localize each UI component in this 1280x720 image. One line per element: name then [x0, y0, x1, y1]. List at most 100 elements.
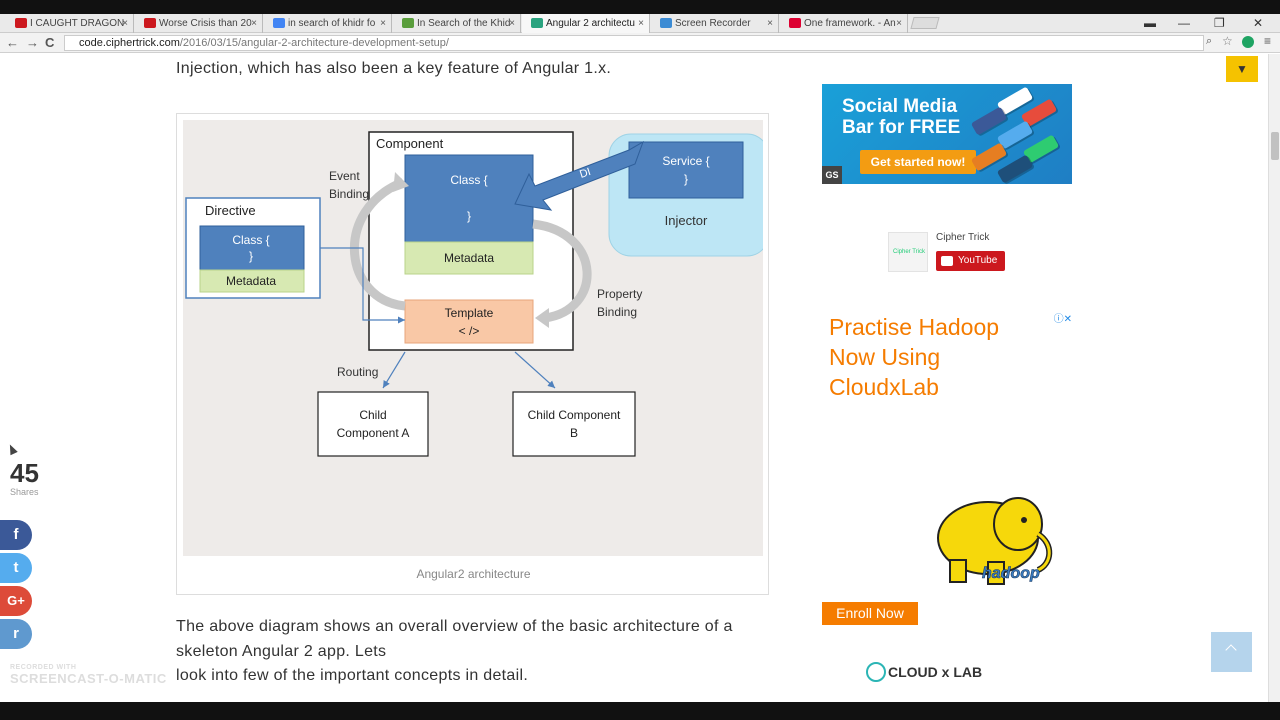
tab-title: Angular 2 architectu: [546, 18, 635, 29]
ad1-title: Social Media Bar for FREE: [842, 96, 961, 138]
browser-tab[interactable]: I CAUGHT DRAGON×: [6, 14, 134, 33]
bookmark-star-icon[interactable]: ☆: [1222, 34, 1233, 48]
property-binding-label-2: Binding: [597, 305, 637, 319]
intro-paragraph: Injection, which has also been a key fea…: [176, 60, 612, 77]
property-binding-arrowhead: [535, 308, 549, 328]
ad2-headline: Practise Hadoop Now Using CloudxLab: [829, 314, 1000, 400]
cloud-icon: [866, 662, 886, 682]
tab-close-icon[interactable]: ×: [122, 18, 128, 29]
event-binding-arrow: [350, 177, 406, 311]
window-close-icon[interactable]: ✕: [1253, 16, 1264, 30]
architecture-figure: Service { } Injector Component Class { }…: [176, 113, 769, 595]
hadoop-ad[interactable]: ⓘ✕ Practise Hadoop Now Using CloudxLab h…: [822, 310, 1072, 630]
reload-icon[interactable]: C: [45, 35, 55, 50]
url-input[interactable]: code.ciphertrick.com/2016/03/15/angular-…: [64, 35, 1204, 51]
browser-tab[interactable]: in search of khidr fo ×: [264, 14, 392, 33]
get-started-button[interactable]: Get started now!: [860, 150, 976, 174]
share-count: 45: [10, 458, 39, 488]
scrollbar-thumb[interactable]: [1271, 132, 1279, 160]
tab-close-icon[interactable]: ×: [509, 18, 515, 29]
facebook-share-button[interactable]: f: [0, 520, 32, 550]
di-arrow: [514, 140, 644, 211]
child-b-label-1: Child Component: [528, 408, 621, 422]
directive-class-open-label: Class {: [232, 233, 269, 247]
body-paragraph-line-3: look into few of the important concepts …: [176, 667, 529, 684]
injector-label: Injector: [665, 213, 708, 228]
tab-favicon-icon: [144, 18, 156, 28]
scroll-to-top-button[interactable]: [1211, 632, 1252, 672]
extension-icon[interactable]: [1242, 36, 1254, 48]
tab-close-icon[interactable]: ×: [638, 18, 644, 29]
twitter-share-button[interactable]: t: [0, 553, 32, 583]
child-b-label-2: B: [570, 426, 578, 440]
channel-name: Cipher Trick: [936, 232, 990, 243]
back-icon[interactable]: ←: [6, 35, 19, 50]
ad1-badge: GS: [822, 166, 842, 184]
body-paragraph-line-1: The above diagram shows an overall overv…: [176, 618, 733, 635]
youtube-channel-card: Cipher Trick Cipher Trick YouTube: [888, 232, 1018, 272]
figure-caption: Angular2 architecture: [416, 567, 531, 581]
social-media-bar-ad[interactable]: Social Media Bar for FREE Get started no…: [822, 84, 1072, 184]
tab-title: Screen Recorder: [675, 18, 751, 29]
directive-metadata-box: [199, 269, 305, 293]
ad-choices-icon[interactable]: ⓘ✕: [1053, 314, 1072, 325]
tab-title: I CAUGHT DRAGON: [30, 18, 125, 29]
profile-icon[interactable]: ▬: [1144, 16, 1156, 30]
watermark-top: RECORDED WITH: [10, 664, 77, 671]
forward-icon[interactable]: →: [26, 35, 39, 50]
minimize-icon[interactable]: —: [1178, 16, 1190, 30]
tab-close-icon[interactable]: ×: [251, 18, 257, 29]
googleplus-share-button[interactable]: G+: [0, 586, 32, 616]
browser-tab[interactable]: Worse Crisis than 20×: [135, 14, 263, 33]
tab-favicon-icon: [15, 18, 27, 28]
tab-title: In Search of the Khid: [417, 18, 511, 29]
tab-favicon-icon: [402, 18, 414, 28]
browser-tab-strip: I CAUGHT DRAGON×Worse Crisis than 20×in …: [0, 14, 1280, 33]
tab-title: One framework. - An: [804, 18, 896, 29]
tab-favicon-icon: [789, 18, 801, 28]
dropdown-toggle-button[interactable]: ▼: [1226, 56, 1258, 82]
browser-tab[interactable]: In Search of the Khid×: [393, 14, 521, 33]
share-key-icon: [996, 154, 1034, 184]
tab-title: Worse Crisis than 20: [159, 18, 252, 29]
event-binding-label-1: Event: [329, 169, 360, 183]
routing-arrow-a: [382, 351, 406, 389]
reddit-share-button[interactable]: r: [0, 619, 32, 649]
url-path: /2016/03/15/angular-2-architecture-devel…: [179, 37, 449, 49]
tab-favicon-icon: [273, 18, 285, 28]
browser-tab[interactable]: One framework. - An×: [780, 14, 908, 33]
tab-favicon-icon: [660, 18, 672, 28]
directive-class-box: [199, 225, 305, 271]
menu-icon[interactable]: ≡: [1264, 34, 1272, 48]
body-paragraph-line-2: skeleton Angular 2 app. Lets: [176, 643, 387, 660]
directive-metadata-label: Metadata: [226, 274, 276, 288]
browser-tab[interactable]: Screen Recorder ×: [651, 14, 779, 33]
class-close-label: }: [467, 209, 471, 223]
zoom-icon[interactable]: ⌕: [1206, 35, 1213, 47]
service-open-label: Service {: [662, 154, 709, 168]
cloudxlab-logo[interactable]: CLOUD x LAB: [866, 658, 1026, 686]
restore-icon[interactable]: ❐: [1214, 16, 1225, 30]
new-tab-button[interactable]: [910, 17, 940, 29]
browser-tab[interactable]: Angular 2 architectu×: [522, 14, 650, 33]
screencast-watermark: RECORDED WITH SCREENCAST-O-MATIC: [10, 664, 167, 686]
property-binding-arrow: [532, 219, 592, 323]
page-scrollbar[interactable]: [1268, 54, 1280, 702]
channel-logo-text: Cipher Trick: [893, 249, 926, 255]
watermark-main: SCREENCAST-O-MATIC: [10, 671, 167, 686]
mouse-cursor-icon: [6, 442, 18, 456]
service-box: [628, 141, 744, 199]
tab-close-icon[interactable]: ×: [380, 18, 386, 29]
tab-close-icon[interactable]: ×: [896, 18, 902, 29]
tab-close-icon[interactable]: ×: [767, 18, 773, 29]
share-label: Shares: [10, 487, 39, 497]
channel-logo[interactable]: Cipher Trick: [888, 232, 928, 272]
routing-label: Routing: [337, 365, 378, 379]
enroll-now-button[interactable]: Enroll Now: [822, 602, 918, 625]
youtube-subscribe-button[interactable]: YouTube: [936, 251, 1005, 271]
service-close-label: }: [684, 172, 688, 186]
os-bottom-strip: [0, 702, 1280, 720]
directive-connector: [320, 247, 405, 324]
tab-title: in search of khidr fo: [288, 18, 376, 29]
child-component-a-box: [317, 391, 429, 457]
